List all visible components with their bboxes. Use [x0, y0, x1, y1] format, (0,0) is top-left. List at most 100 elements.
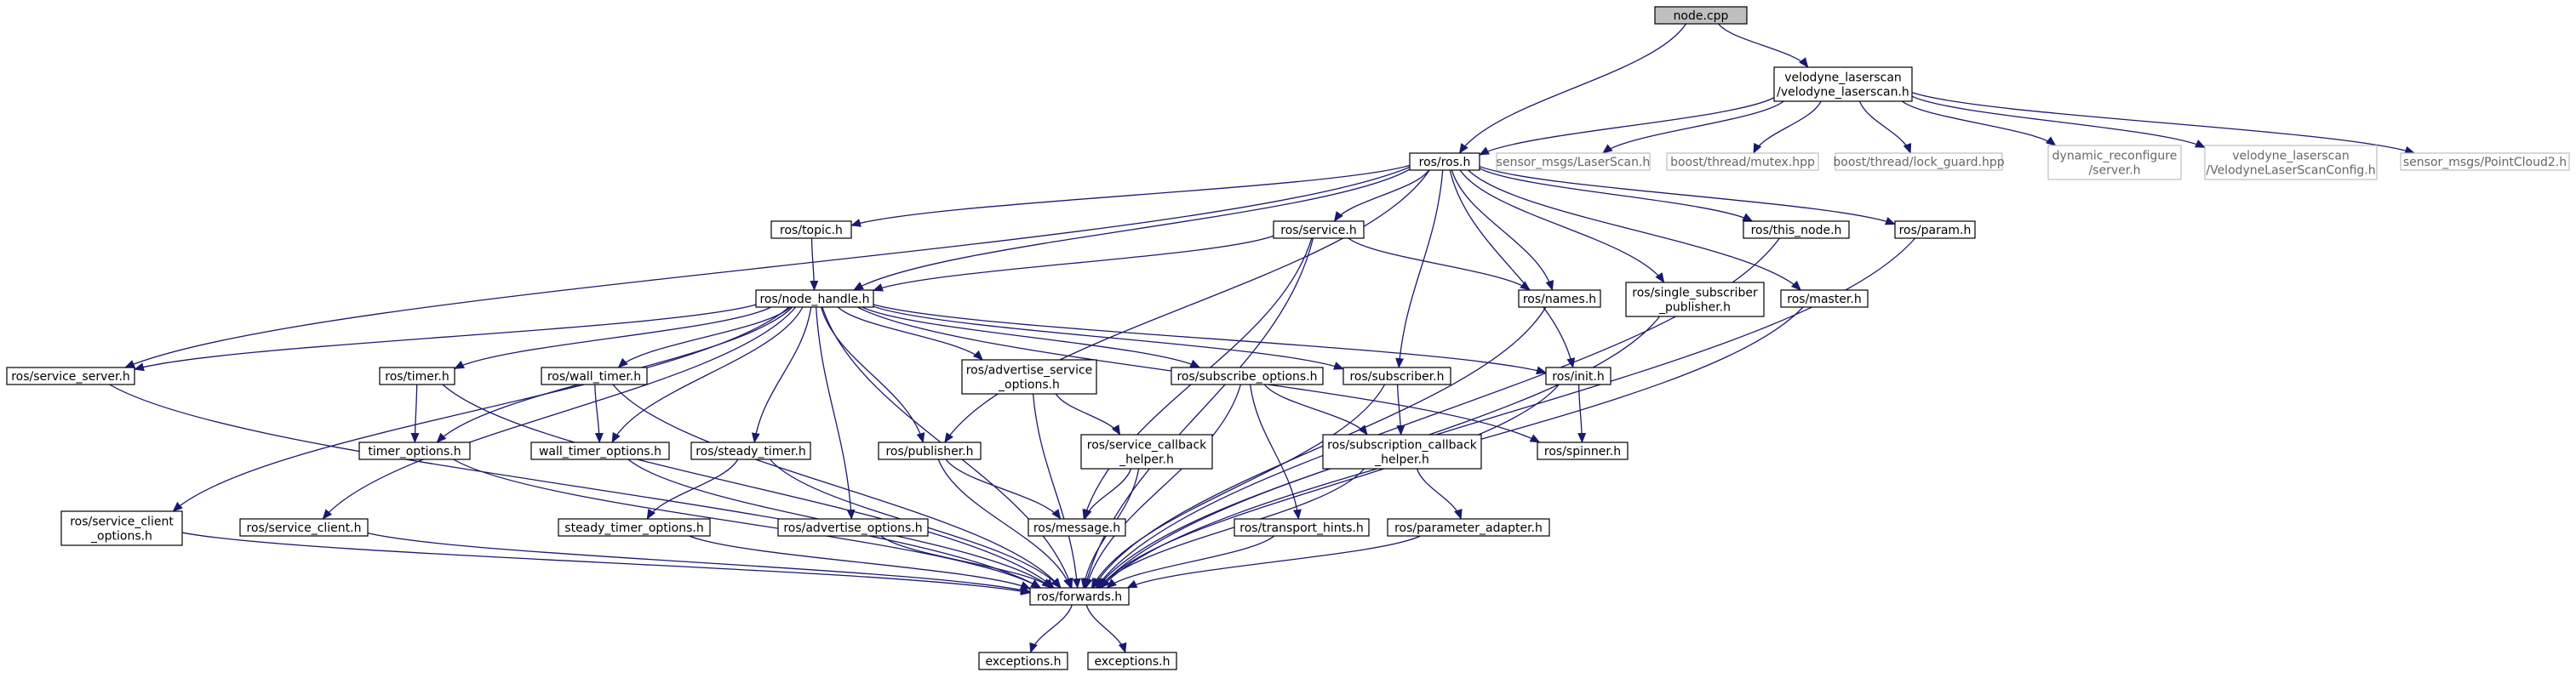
- node-exceptions-a[interactable]: exceptions.h: [978, 652, 1068, 670]
- node-steady-timer-h[interactable]: ros/steady_timer.h: [690, 442, 811, 460]
- node-box: [1894, 220, 1976, 239]
- node-label: ros/service_callback: [1087, 439, 1207, 453]
- edges-layer: [109, 23, 2416, 653]
- node-label: ros/service_server.h: [11, 370, 130, 384]
- node-node-handle-h[interactable]: ros/node_handle.h: [755, 289, 874, 308]
- node-box: [978, 652, 1068, 670]
- node-label: ros/transport_hints.h: [1239, 521, 1363, 535]
- edge-wall_timer_h-to-forwards_h: [612, 384, 1062, 589]
- node-label: ros/topic.h: [780, 224, 843, 237]
- node-box: [1625, 282, 1765, 317]
- edge-velodyne_laserscan_h-to-dynamic_reconfigure: [1901, 100, 2057, 146]
- edge-steady_timer_opts_h-to-forwards_h: [689, 535, 1031, 590]
- node-transport-hints-h[interactable]: ros/transport_hints.h: [1234, 518, 1370, 537]
- node-label: ros/service.h: [1280, 224, 1357, 237]
- node-service-cb-helper-h[interactable]: ros/service_callback_helper.h: [1080, 434, 1213, 470]
- edge-velodyne_laserscan_h-to-boost_lock_guard: [1858, 100, 1912, 154]
- node-label: ros/init.h: [1552, 370, 1605, 384]
- node-service-h[interactable]: ros/service.h: [1273, 220, 1365, 239]
- node-label: ros/names.h: [1523, 293, 1596, 306]
- edge-velodyne_laserscan_h-to-ros_h: [1479, 97, 1775, 156]
- edge-timer_options_h-to-forwards_h: [453, 459, 1042, 589]
- edge-ros_h-to-topic_h: [850, 164, 1411, 227]
- edge-ros_h-to-publisher_h: [944, 169, 1430, 443]
- node-parameter-adapter-h[interactable]: ros/parameter_adapter.h: [1387, 518, 1550, 537]
- node-publisher-h[interactable]: ros/publisher.h: [878, 442, 982, 460]
- node-subscriber-h[interactable]: ros/subscriber.h: [1342, 367, 1451, 385]
- edge-velodyne_laserscan_h-to-sensor_msgs_pc2: [1911, 92, 2416, 155]
- node-node-cpp[interactable]: node.cpp: [1654, 6, 1748, 25]
- node-subscription-cb-helper-h[interactable]: ros/subscription_callback_helper.h: [1322, 434, 1482, 470]
- node-velodyne-laserscan-h[interactable]: velodyne_laserscan/velodyne_laserscan.h: [1773, 66, 1913, 102]
- edge-node_handle_h-to-subscribe_opts_h: [862, 306, 1201, 368]
- node-sensor-msgs-pc2: sensor_msgs/PointCloud2.h: [2400, 152, 2570, 171]
- node-message-h[interactable]: ros/message.h: [1028, 518, 1126, 537]
- node-box: [60, 510, 183, 546]
- node-service-client-opts-h[interactable]: ros/service_client_options.h: [60, 510, 183, 546]
- node-timer-h[interactable]: ros/timer.h: [379, 367, 455, 385]
- node-label: node.cpp: [1674, 9, 1729, 23]
- node-exceptions-b[interactable]: exceptions.h: [1087, 652, 1177, 670]
- node-label: ros/forwards.h: [1037, 590, 1122, 604]
- node-box: [1780, 289, 1869, 308]
- node-boost-mutex: boost/thread/mutex.hpp: [1666, 152, 1819, 171]
- node-master-h[interactable]: ros/master.h: [1780, 289, 1869, 308]
- node-service-server-h[interactable]: ros/service_server.h: [6, 367, 135, 385]
- edge-service_server_h-to-forwards_h: [109, 384, 1042, 589]
- node-subscribe-opts-h[interactable]: ros/subscribe_options.h: [1171, 367, 1324, 385]
- node-box: [1773, 66, 1913, 102]
- node-timer-options-h[interactable]: timer_options.h: [358, 442, 471, 460]
- node-wall-timer-options-h[interactable]: wall_timer_options.h: [530, 442, 670, 460]
- node-steady-timer-opts-h[interactable]: steady_timer_options.h: [558, 518, 711, 537]
- node-label: ros/this_node.h: [1751, 224, 1842, 237]
- node-label: ros/subscription_callback: [1327, 439, 1478, 453]
- node-velodyne-config: velodyne_laserscan/VelodyneLaserScanConf…: [2204, 145, 2378, 180]
- edge-subscriber_h-to-forwards_h: [1091, 384, 1386, 589]
- nodes-layer: node.cpp velodyne_laserscan/velodyne_lase…: [6, 6, 2570, 670]
- edge-node_handle_h-to-subscriber_h: [873, 305, 1344, 370]
- node-label: ros/message.h: [1033, 521, 1120, 535]
- node-boost-lock-guard: boost/thread/lock_guard.hpp: [1833, 152, 2005, 171]
- node-service-client-h[interactable]: ros/service_client.h: [239, 518, 369, 537]
- node-adv-service-opts-h[interactable]: ros/advertise_service_options.h: [961, 359, 1097, 395]
- edge-ros_h-to-names_h: [1451, 169, 1554, 291]
- node-box: [1087, 652, 1177, 670]
- node-label: velodyne_laserscan: [1784, 71, 1902, 85]
- node-label: _helper.h: [1374, 453, 1429, 467]
- node-init-h[interactable]: ros/init.h: [1545, 367, 1611, 385]
- node-label: ros/spinner.h: [1544, 445, 1621, 459]
- edge-wall_timer_h-to-wall_timer_options_h: [594, 384, 604, 443]
- node-box: [1322, 434, 1482, 470]
- edge-ros_h-to-init_h: [1449, 169, 1576, 368]
- node-box: [878, 442, 982, 460]
- node-ros-h[interactable]: ros/ros.h: [1409, 152, 1480, 171]
- edge-node_handle_h-to-init_h: [873, 304, 1547, 375]
- node-box: [541, 367, 648, 385]
- edge-ros_h-to-single_sub_pub_h: [1459, 169, 1665, 283]
- node-label: sensor_msgs/LaserScan.h: [1497, 156, 1651, 169]
- node-wall-timer-h[interactable]: ros/wall_timer.h: [541, 367, 648, 385]
- node-label: ros/service_client.h: [247, 521, 362, 535]
- node-box: [6, 367, 135, 385]
- edge-subscriber_h-to-subscription_cb_helper_h: [1396, 384, 1405, 436]
- edge-node_handle_h-to-steady_timer_h: [751, 306, 812, 443]
- node-this-node-h[interactable]: ros/this_node.h: [1743, 220, 1850, 239]
- node-single-sub-pub-h[interactable]: ros/single_subscriber_publisher.h: [1625, 282, 1765, 317]
- node-box: [1387, 518, 1550, 537]
- node-param-h[interactable]: ros/param.h: [1894, 220, 1976, 239]
- node-box: [1537, 442, 1629, 460]
- node-label: ros/steady_timer.h: [696, 445, 806, 459]
- node-box: [961, 359, 1097, 395]
- edge-ros_h-to-this_node_h: [1479, 168, 1754, 222]
- node-box: [1028, 518, 1126, 537]
- edge-parameter_adapter_h-to-forwards_h: [1126, 535, 1421, 589]
- node-advertise-opts-h[interactable]: ros/advertise_options.h: [777, 518, 929, 537]
- node-box: [1171, 367, 1324, 385]
- node-names-h[interactable]: ros/names.h: [1518, 289, 1601, 308]
- node-spinner-h[interactable]: ros/spinner.h: [1537, 442, 1629, 460]
- node-topic-h[interactable]: ros/topic.h: [770, 220, 852, 239]
- node-forwards-h[interactable]: ros/forwards.h: [1029, 587, 1130, 606]
- node-box: [777, 518, 929, 537]
- node-box: [1518, 289, 1601, 308]
